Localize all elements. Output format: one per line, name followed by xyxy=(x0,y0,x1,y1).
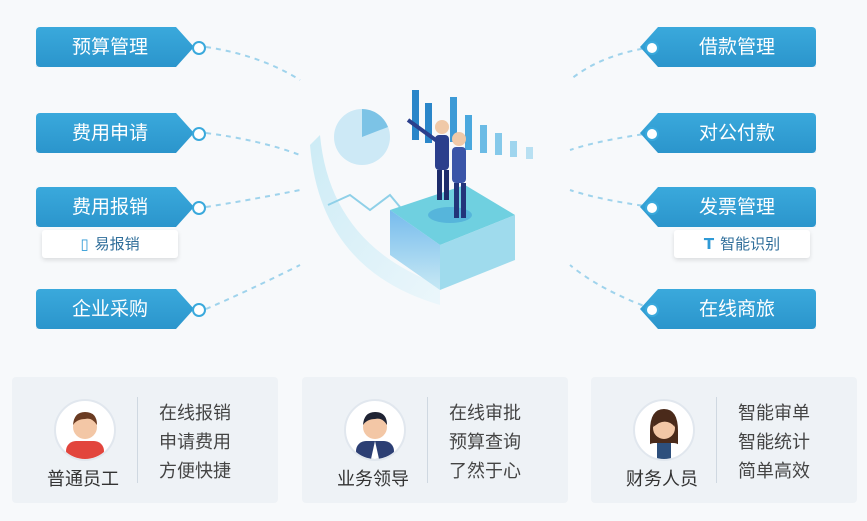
role-label: 普通员工 xyxy=(47,469,119,490)
tag-invoice-management[interactable]: 发票管理 xyxy=(640,187,816,227)
divider xyxy=(427,397,428,483)
feature-line: 申请费用 xyxy=(159,432,231,453)
connector-dot xyxy=(192,201,206,215)
feature-line: 预算查询 xyxy=(449,432,521,453)
tag-loan-management[interactable]: 借款管理 xyxy=(640,27,816,67)
role-features: 在线报销 申请费用 方便快捷 xyxy=(159,399,231,486)
role-features: 智能审单 智能统计 简单高效 xyxy=(738,399,810,486)
tag-budget-management[interactable]: 预算管理 xyxy=(36,27,194,67)
feature-line: 智能审单 xyxy=(738,403,810,424)
avatar-manager-icon xyxy=(344,399,406,461)
role-label: 业务领导 xyxy=(337,469,409,490)
tag-expense-application[interactable]: 费用申请 xyxy=(36,113,194,153)
connector-dot xyxy=(645,127,659,141)
sub-tag-easy-reimburse[interactable]: ▯ 易报销 xyxy=(42,230,178,258)
connector-dot xyxy=(192,41,206,55)
sub-tag-label: 智能识别 xyxy=(720,235,781,253)
role-card-employee: 普通员工 在线报销 申请费用 方便快捷 xyxy=(12,377,278,503)
connector-dot xyxy=(192,127,206,141)
connector-dot xyxy=(645,201,659,215)
hero-illustration xyxy=(310,90,533,305)
feature-line: 简单高效 xyxy=(738,461,810,482)
divider xyxy=(137,397,138,483)
tag-corporate-payment[interactable]: 对公付款 xyxy=(640,113,816,153)
role-features: 在线审批 预算查询 了然于心 xyxy=(449,399,521,486)
feature-line: 方便快捷 xyxy=(159,461,231,482)
feature-line: 在线报销 xyxy=(159,403,231,424)
connector-dot xyxy=(192,303,206,317)
phone-icon: ▯ xyxy=(80,235,89,253)
tag-enterprise-procurement[interactable]: 企业采购 xyxy=(36,289,194,329)
text-scan-icon: T xyxy=(703,235,715,253)
avatar-male-employee-icon xyxy=(54,399,116,461)
connector-dot xyxy=(645,303,659,317)
role-card-finance: 财务人员 智能审单 智能统计 简单高效 xyxy=(591,377,857,503)
feature-line: 了然于心 xyxy=(449,461,521,482)
sub-tag-label: 易报销 xyxy=(94,235,140,253)
feature-line: 智能统计 xyxy=(738,432,810,453)
role-label: 财务人员 xyxy=(626,469,698,490)
feature-line: 在线审批 xyxy=(449,403,521,424)
divider xyxy=(716,397,717,483)
tag-expense-reimbursement[interactable]: 费用报销 xyxy=(36,187,194,227)
role-card-manager: 业务领导 在线审批 预算查询 了然于心 xyxy=(302,377,568,503)
connector-dot xyxy=(645,41,659,55)
sub-tag-smart-recognition[interactable]: T 智能识别 xyxy=(674,230,810,258)
avatar-female-finance-icon xyxy=(633,399,695,461)
tag-online-travel[interactable]: 在线商旅 xyxy=(640,289,816,329)
